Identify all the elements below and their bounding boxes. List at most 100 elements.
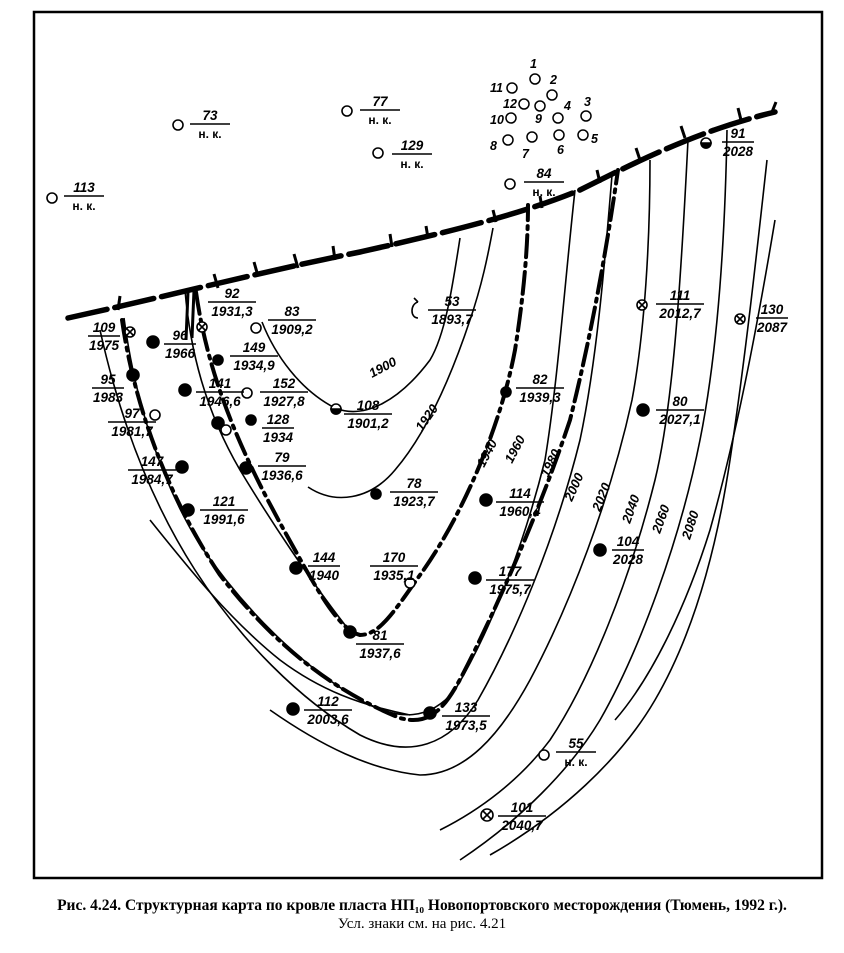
fault-ticks <box>116 101 778 341</box>
well-177-symbol <box>468 571 482 585</box>
owc-outer <box>120 168 620 722</box>
well-83-symbol <box>250 322 262 334</box>
well-id: 73 <box>202 108 218 123</box>
well-id: 130 <box>761 302 784 317</box>
well-80-symbol <box>636 403 650 417</box>
well-141-symbol <box>178 383 192 397</box>
well-value: 1934,9 <box>233 358 275 373</box>
cluster-label: 10 <box>490 113 504 127</box>
well-value: 2040,7 <box>500 818 544 833</box>
well-id: 177 <box>499 564 523 579</box>
well-id: 92 <box>224 286 240 301</box>
well-128-symbol <box>245 414 257 426</box>
well-value: 1937,6 <box>359 646 401 661</box>
well-id: 121 <box>213 494 236 509</box>
contour-1980 <box>99 174 613 748</box>
well-id: 170 <box>383 550 406 565</box>
well-id: 91 <box>730 126 745 141</box>
well-value: 2028 <box>612 552 644 567</box>
well-value: 2087 <box>756 320 789 335</box>
well-id: 108 <box>357 398 380 413</box>
well-value: 1909,2 <box>271 322 313 337</box>
well-id: 97 <box>124 406 141 421</box>
isoline-label-1900: 1900 <box>366 353 399 380</box>
well-id: 83 <box>284 304 300 319</box>
cluster-label: 9 <box>535 112 542 126</box>
well-value: 1940 <box>309 568 340 583</box>
contour-1900 <box>261 237 461 413</box>
well-82-symbol <box>500 386 512 398</box>
well-id: 79 <box>274 450 290 465</box>
well-81-symbol <box>343 625 357 639</box>
well-149-symbol <box>212 354 224 366</box>
caption-note: Усл. знаки см. на рис. 4.21 <box>337 916 507 932</box>
well-value: 1981,7 <box>111 424 154 439</box>
well-value: н. к. <box>532 185 555 199</box>
well-id: 77 <box>372 94 389 109</box>
well-id: 80 <box>672 394 688 409</box>
well-id: 96 <box>172 328 188 343</box>
well-114-symbol <box>479 493 493 507</box>
well-84-symbol <box>504 178 516 190</box>
well-78-symbol <box>370 488 382 500</box>
well-id: 152 <box>273 376 296 391</box>
well-value: 1935,1 <box>373 568 414 583</box>
well-id: 111 <box>670 288 691 303</box>
isoline-label-2060: 2060 <box>648 502 673 536</box>
cluster-label: 2 <box>549 73 557 87</box>
map-border <box>32 10 824 880</box>
cluster-label: 1 <box>530 57 537 71</box>
fault-line <box>65 109 778 321</box>
well-cluster-labels: 1 2 3 4 5 6 7 8 9 10 11 12 <box>490 57 599 161</box>
cluster-label: 3 <box>584 95 591 109</box>
isoline-label-1960: 1960 <box>501 432 528 465</box>
well-147-symbol <box>175 460 189 474</box>
well-value: 1975 <box>89 338 120 353</box>
caption-title: Рис. 4.24. Структурная карта по кровле п… <box>57 897 787 914</box>
well-id: 109 <box>93 320 116 335</box>
isoline-label-1920: 1920 <box>412 401 441 434</box>
well-cluster <box>502 73 592 146</box>
cluster-label: 12 <box>503 97 517 111</box>
well-value: 1946,6 <box>199 394 241 409</box>
structural-map: 1 2 3 4 5 6 7 8 9 10 11 12 113 н. к. 73 н. … <box>32 10 824 880</box>
contour-1920 <box>307 227 494 499</box>
well-id: 95 <box>100 372 116 387</box>
well-id: 113 <box>73 180 95 195</box>
contour-west-b <box>149 519 411 716</box>
cluster-label: 5 <box>591 132 599 146</box>
well-id: 53 <box>444 294 460 309</box>
well-value: 2012,7 <box>658 306 702 321</box>
well-symbols <box>46 105 746 822</box>
well-id: 141 <box>209 376 232 391</box>
well-value: 1975,7 <box>489 582 532 597</box>
well-id: 129 <box>401 138 424 153</box>
well-95-symbol <box>126 368 140 382</box>
well-144-symbol <box>289 561 303 575</box>
well-value: 1936,6 <box>261 468 303 483</box>
contour-2060 <box>489 159 768 856</box>
well-value: 1923,7 <box>393 494 436 509</box>
well-value: 1901,2 <box>347 416 389 431</box>
well-170-symbol <box>404 577 416 589</box>
contour-2040 <box>459 129 728 861</box>
well-id: 104 <box>617 534 640 549</box>
well-104-symbol <box>593 543 607 557</box>
isoline-label-2000: 2000 <box>561 470 587 504</box>
contour-2000 <box>269 159 651 776</box>
well-value: 1893,7 <box>431 312 474 327</box>
cluster-label: 4 <box>563 99 571 113</box>
well-value: 1960,4 <box>499 504 541 519</box>
well-97-symbol <box>149 409 161 421</box>
owc-inner <box>194 203 530 638</box>
cluster-label: 6 <box>557 143 565 157</box>
figure-caption: Рис. 4.24. Структурная карта по кровле п… <box>0 896 844 934</box>
well-113-symbol <box>46 192 58 204</box>
well-112-symbol <box>286 702 300 716</box>
well-id: 128 <box>267 412 290 427</box>
well-value: н. к. <box>400 157 423 171</box>
well-id: 147 <box>141 454 165 469</box>
well-id: 114 <box>509 486 531 501</box>
well-value: н. к. <box>564 755 587 769</box>
